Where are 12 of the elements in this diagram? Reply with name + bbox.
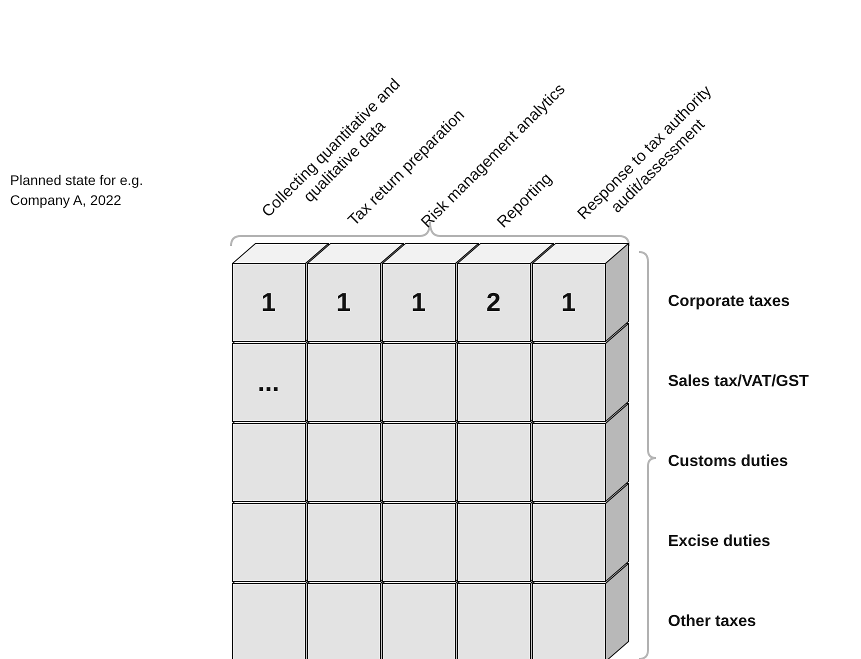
row-label: Corporate taxes <box>668 292 790 312</box>
row-label: Customs duties <box>668 452 788 472</box>
cube-value: 1 <box>336 289 351 315</box>
row-label: Excise duties <box>668 532 770 552</box>
cube-value: 2 <box>486 289 501 315</box>
cube-value: 1 <box>561 289 576 315</box>
scenario-note: Planned state for e.g. Company A, 2022 <box>10 171 144 210</box>
cube-value: ... <box>258 369 280 395</box>
cube-value: 1 <box>261 289 276 315</box>
row-label: Other taxes <box>668 612 756 632</box>
row-label: Sales tax/VAT/GST <box>668 372 809 392</box>
cube-value: 1 <box>411 289 426 315</box>
